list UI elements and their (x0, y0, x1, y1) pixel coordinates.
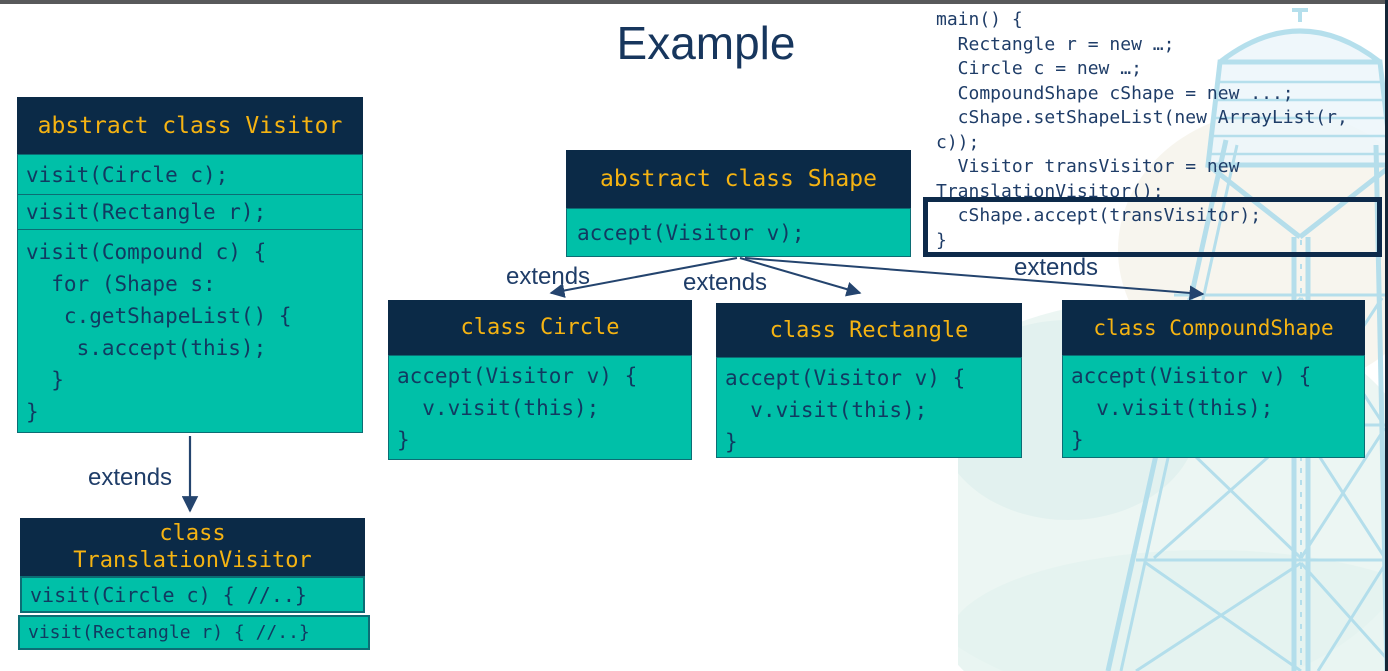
translationvisitor-method-visit-rectangle: visit(Rectangle r) { //..} (18, 615, 370, 650)
extends-label-circle: extends (506, 263, 591, 290)
class-box-circle-header: class Circle (388, 300, 692, 355)
class-box-shape-header: abstract class Shape (566, 150, 911, 208)
extends-label-translationvisitor: extends (88, 464, 173, 491)
visitor-method-visit-compound: visit(Compound c) { for (Shape s: c.getS… (17, 229, 363, 433)
shape-method-accept: accept(Visitor v); (566, 208, 911, 257)
class-box-translationvisitor: class TranslationVisitor visit(Circle c)… (20, 518, 365, 613)
visitor-method-visit-rectangle: visit(Rectangle r); (17, 194, 363, 230)
rectangle-method-accept: accept(Visitor v) { v.visit(this); } (716, 357, 1022, 458)
translationvisitor-method-visit-circle: visit(Circle c) { //..} (20, 576, 365, 613)
arrow-shape-to-compoundshape (744, 257, 1205, 301)
class-box-translationvisitor-header: class TranslationVisitor (20, 518, 365, 576)
class-box-circle: class Circle accept(Visitor v) { v.visit… (388, 300, 692, 460)
compoundshape-method-accept: accept(Visitor v) { v.visit(this); } (1062, 355, 1365, 458)
visitor-method-visit-circle: visit(Circle c); (17, 154, 363, 195)
class-box-visitor-header: abstract class Visitor (17, 97, 363, 154)
extends-label-rectangle: extends (683, 269, 768, 296)
code-highlight-box (923, 197, 1382, 257)
class-box-visitor: abstract class Visitor visit(Circle c); … (17, 97, 363, 433)
class-box-rectangle-header: class Rectangle (716, 303, 1022, 357)
slide-title: Example (616, 17, 796, 69)
top-border (0, 0, 1388, 4)
class-box-shape: abstract class Shape accept(Visitor v); (566, 150, 911, 257)
class-box-rectangle: class Rectangle accept(Visitor v) { v.vi… (716, 303, 1022, 458)
extends-label-compoundshape: extends (1014, 254, 1099, 281)
class-box-compoundshape: class CompoundShape accept(Visitor v) { … (1062, 300, 1365, 458)
class-box-compoundshape-header: class CompoundShape (1062, 300, 1365, 355)
circle-method-accept: accept(Visitor v) { v.visit(this); } (388, 355, 692, 460)
